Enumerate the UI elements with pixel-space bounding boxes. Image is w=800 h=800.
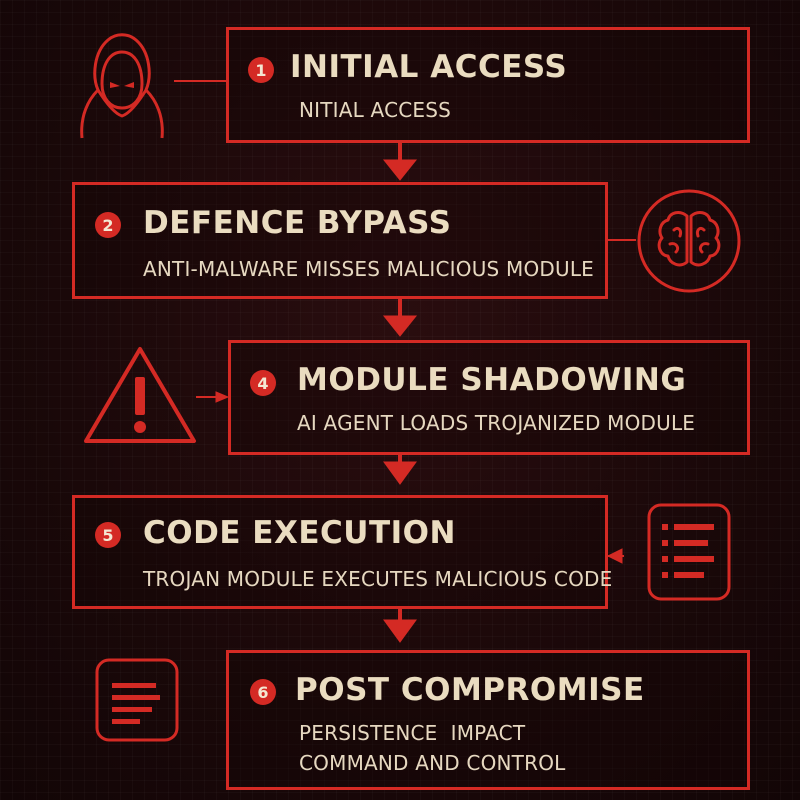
step-description: TROJAN MODULE EXECUTES MALICIOUS CODE	[143, 567, 613, 591]
arrow-1-2-icon	[382, 159, 418, 181]
step-number-badge: 1	[248, 57, 274, 83]
step-post-compromise: 6 POST COMPROMISE PERSISTENCE IMPACT COM…	[226, 650, 750, 790]
step-defence-bypass: 2 DEFENCE BYPASS ANTI-MALWARE MISSES MAL…	[72, 182, 608, 299]
step-title: DEFENCE BYPASS	[143, 205, 452, 241]
step-title: MODULE SHADOWING	[297, 362, 687, 398]
step-code-execution: 5 CODE EXECUTION TROJAN MODULE EXECUTES …	[72, 495, 612, 609]
step-title: POST COMPROMISE	[295, 672, 645, 708]
hooded-hacker-icon	[80, 33, 164, 139]
brain-icon	[637, 189, 741, 293]
document-icon	[95, 658, 179, 742]
step-description: ANTI-MALWARE MISSES MALICIOUS MODULE	[143, 257, 594, 281]
step-number-badge: 5	[95, 522, 121, 548]
step-description: AI AGENT LOADS TROJANIZED MODULE	[297, 411, 696, 435]
arrow-3-4-icon	[383, 461, 417, 485]
step-module-shadowing: 4 MODULE SHADOWING AI AGENT LOADS TROJAN…	[228, 340, 750, 455]
step-title: INITIAL ACCESS	[290, 49, 568, 85]
step-initial-access: 1 INITIAL ACCESS NITIAL ACCESS	[226, 27, 750, 143]
step-number-badge: 2	[95, 212, 121, 238]
step-description-line-2: COMMAND AND CONTROL	[299, 751, 566, 775]
step-number-badge: 6	[250, 679, 276, 705]
step-number-badge: 4	[250, 370, 276, 396]
step-description: NITIAL ACCESS	[299, 98, 452, 122]
arrow-4-5-icon	[383, 619, 417, 643]
step-title: CODE EXECUTION	[143, 515, 456, 551]
arrow-2-3-icon	[382, 315, 418, 337]
warning-triangle-icon	[84, 347, 196, 443]
step-description-line-1: PERSISTENCE IMPACT	[299, 721, 526, 745]
code-list-icon	[647, 503, 731, 601]
